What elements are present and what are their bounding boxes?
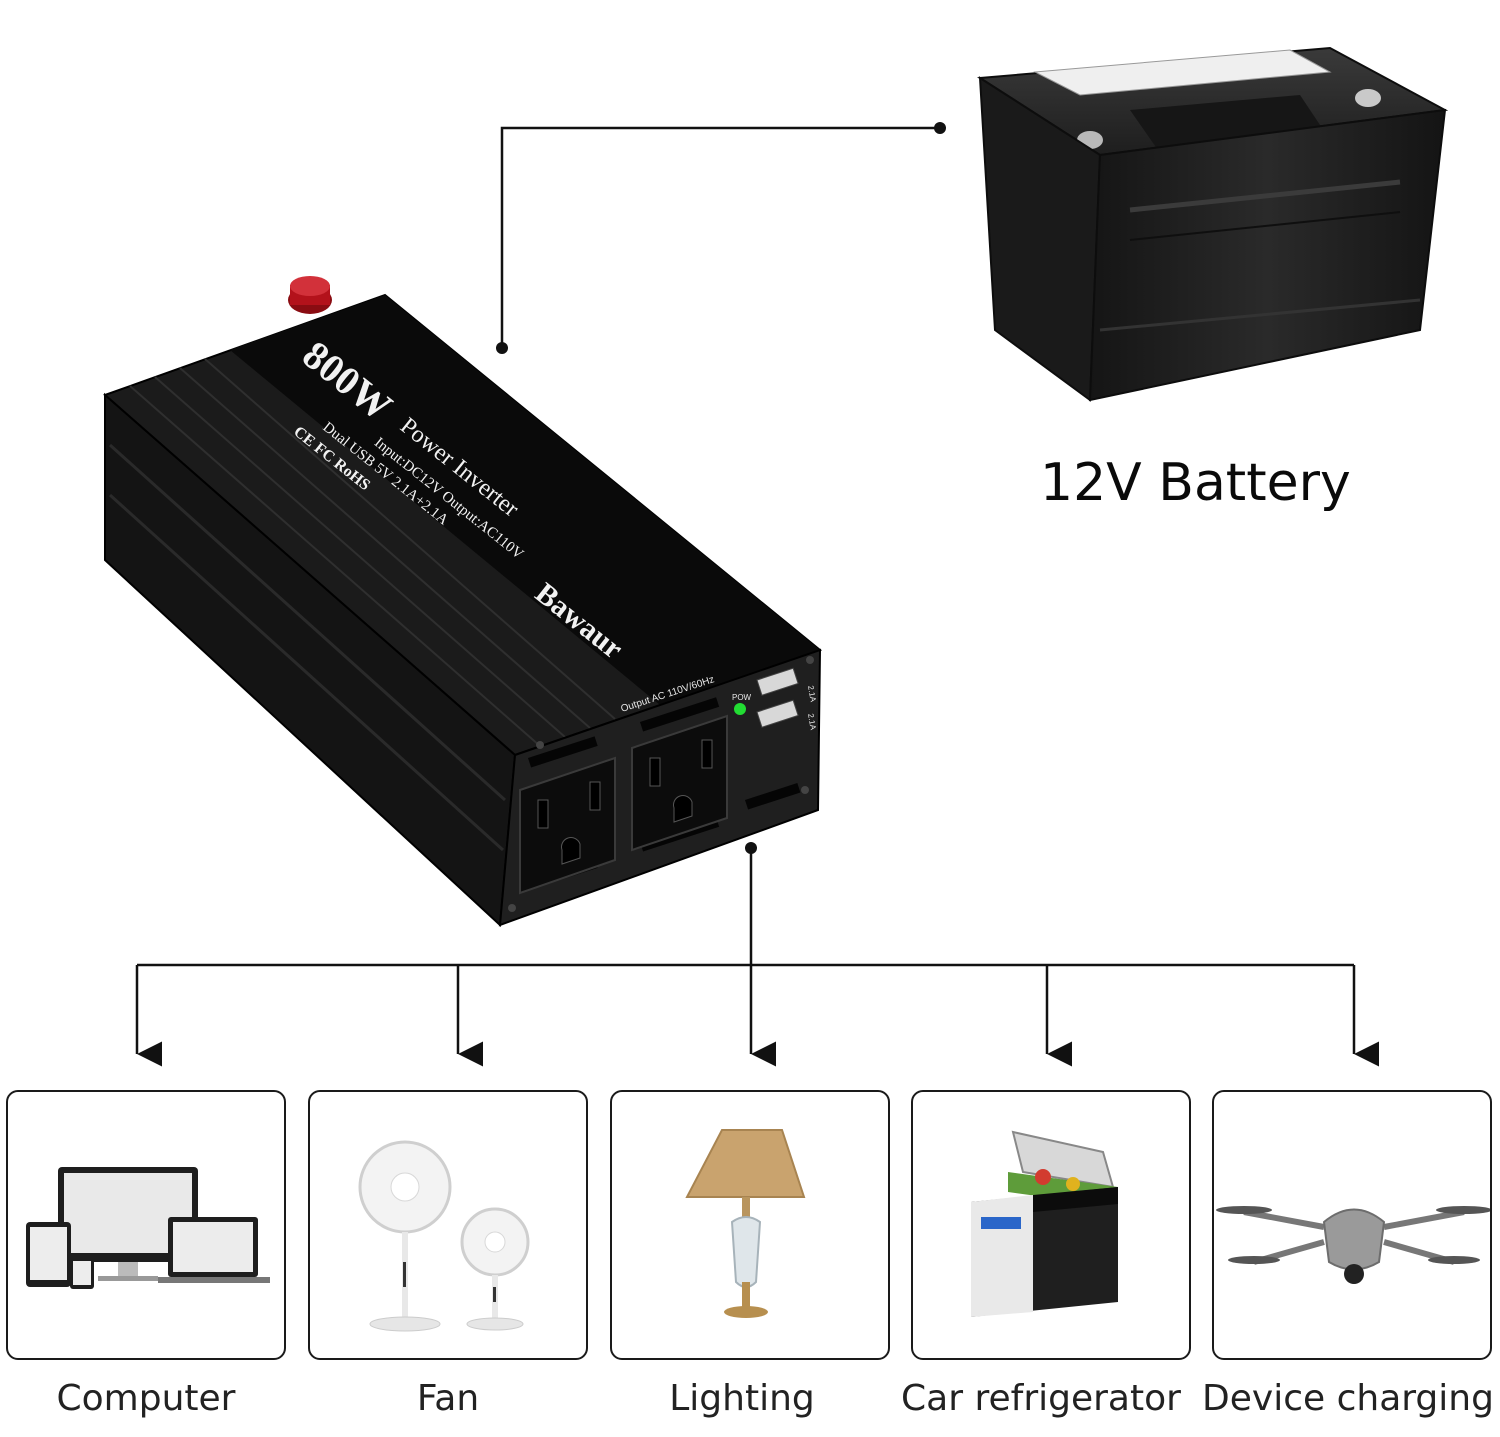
car-fridge-icon xyxy=(971,1130,1118,1317)
device-connector-lines xyxy=(135,842,1379,1067)
device-card-car-refrigerator xyxy=(911,1090,1191,1360)
pow-label-text: POW xyxy=(732,693,752,702)
device-card-lighting xyxy=(610,1090,890,1360)
drone-icon xyxy=(1216,1206,1490,1284)
battery-label: 12V Battery xyxy=(1040,453,1351,513)
usb-port-label-2: 2.1A xyxy=(806,713,818,731)
computer-devices-icon xyxy=(26,1167,270,1289)
device-label-device-charging: Device charging xyxy=(1202,1378,1494,1419)
usb-port-label-1: 2.1A xyxy=(806,685,818,703)
table-lamp-icon xyxy=(685,1129,806,1318)
battery-connector-line xyxy=(496,122,946,354)
device-card-fan xyxy=(308,1090,588,1360)
fans-icon xyxy=(358,1140,530,1332)
device-label-fan: Fan xyxy=(416,1378,480,1419)
device-label-computer: Computer xyxy=(56,1378,236,1419)
device-label-lighting: Lighting xyxy=(669,1378,815,1419)
device-card-computer xyxy=(6,1090,286,1360)
inverter-image xyxy=(103,276,823,928)
battery-image xyxy=(976,46,1449,402)
device-card-device-charging xyxy=(1212,1090,1492,1360)
device-label-car-refrigerator: Car refrigerator xyxy=(901,1378,1181,1419)
